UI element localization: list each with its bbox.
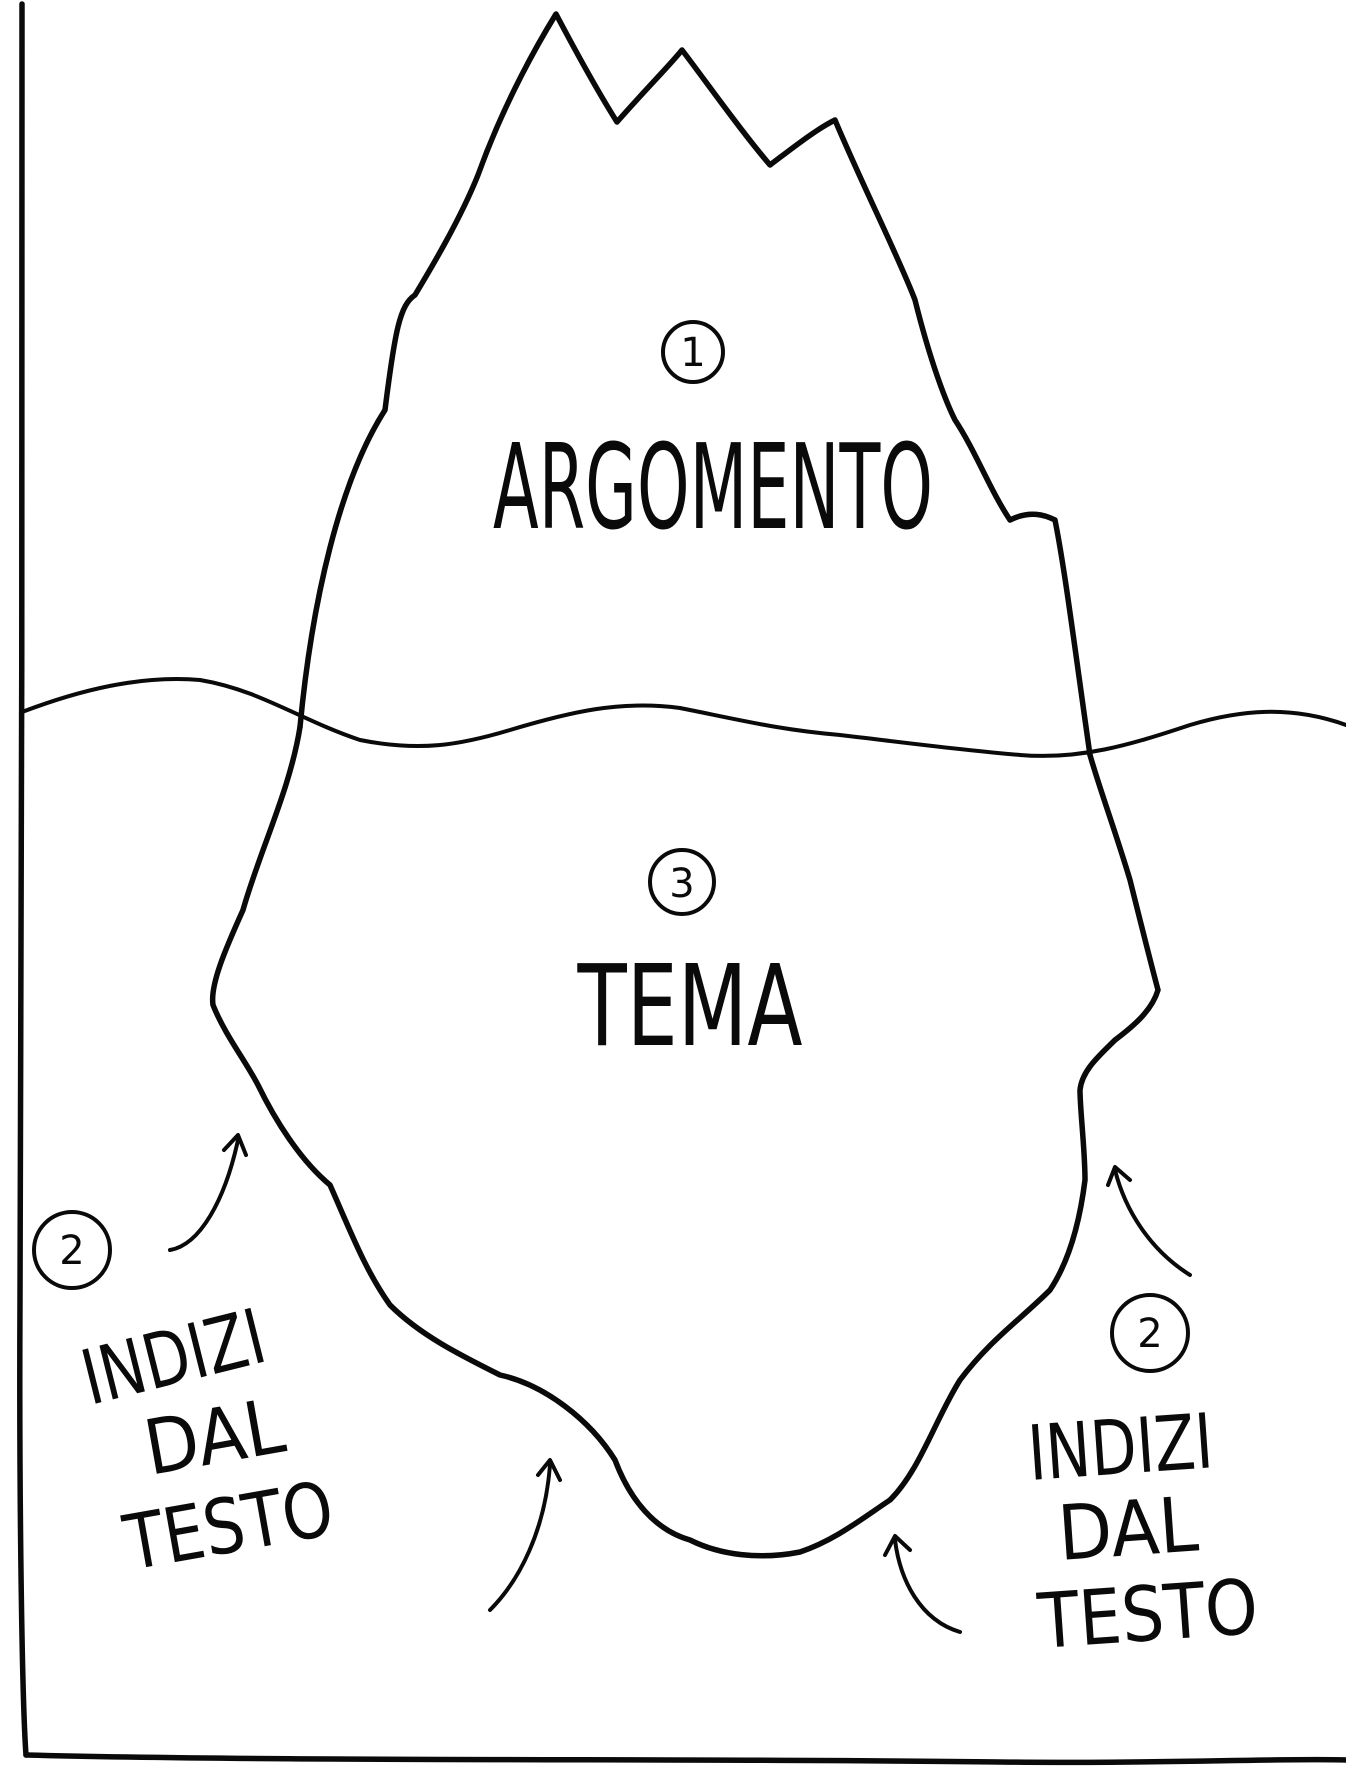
arrow-right-lower xyxy=(883,1534,962,1634)
arrow-left-lower xyxy=(488,1458,562,1612)
number-badge-2-left xyxy=(32,1210,112,1290)
argomento-text: ARGOMENTO xyxy=(493,418,933,556)
number-badge-2-right xyxy=(1110,1293,1190,1373)
right-clue-line-1: INDIZI xyxy=(1025,1396,1216,1498)
argomento-label: 1 ARGOMENTO xyxy=(493,320,933,556)
number-3: 3 xyxy=(669,861,694,907)
number-badge-3 xyxy=(648,848,716,916)
arrow-left-upper xyxy=(168,1133,248,1252)
arrow-right-upper xyxy=(1106,1165,1192,1277)
iceberg-tip-outline xyxy=(297,11,1093,758)
tema-label: 3 TEMA xyxy=(577,848,803,1072)
right-clue-line-2: DAL xyxy=(1055,1479,1201,1578)
tema-text: TEMA xyxy=(577,942,803,1072)
right-clues-label: 2 INDIZI DAL TESTO xyxy=(1025,1293,1261,1666)
water-line xyxy=(20,677,1346,758)
frame-bottom-border xyxy=(23,1752,1346,1766)
right-number-2: 2 xyxy=(1137,1311,1162,1357)
number-badge-1 xyxy=(661,320,725,384)
iceberg-body-outline xyxy=(209,724,1161,1559)
right-clue-line-3: TESTO xyxy=(1034,1562,1261,1666)
number-1: 1 xyxy=(680,330,705,376)
frame-left-border xyxy=(17,1,29,1758)
left-clues-label: 2 INDIZI DAL TESTO xyxy=(32,1210,340,1588)
left-number-2: 2 xyxy=(59,1228,84,1274)
